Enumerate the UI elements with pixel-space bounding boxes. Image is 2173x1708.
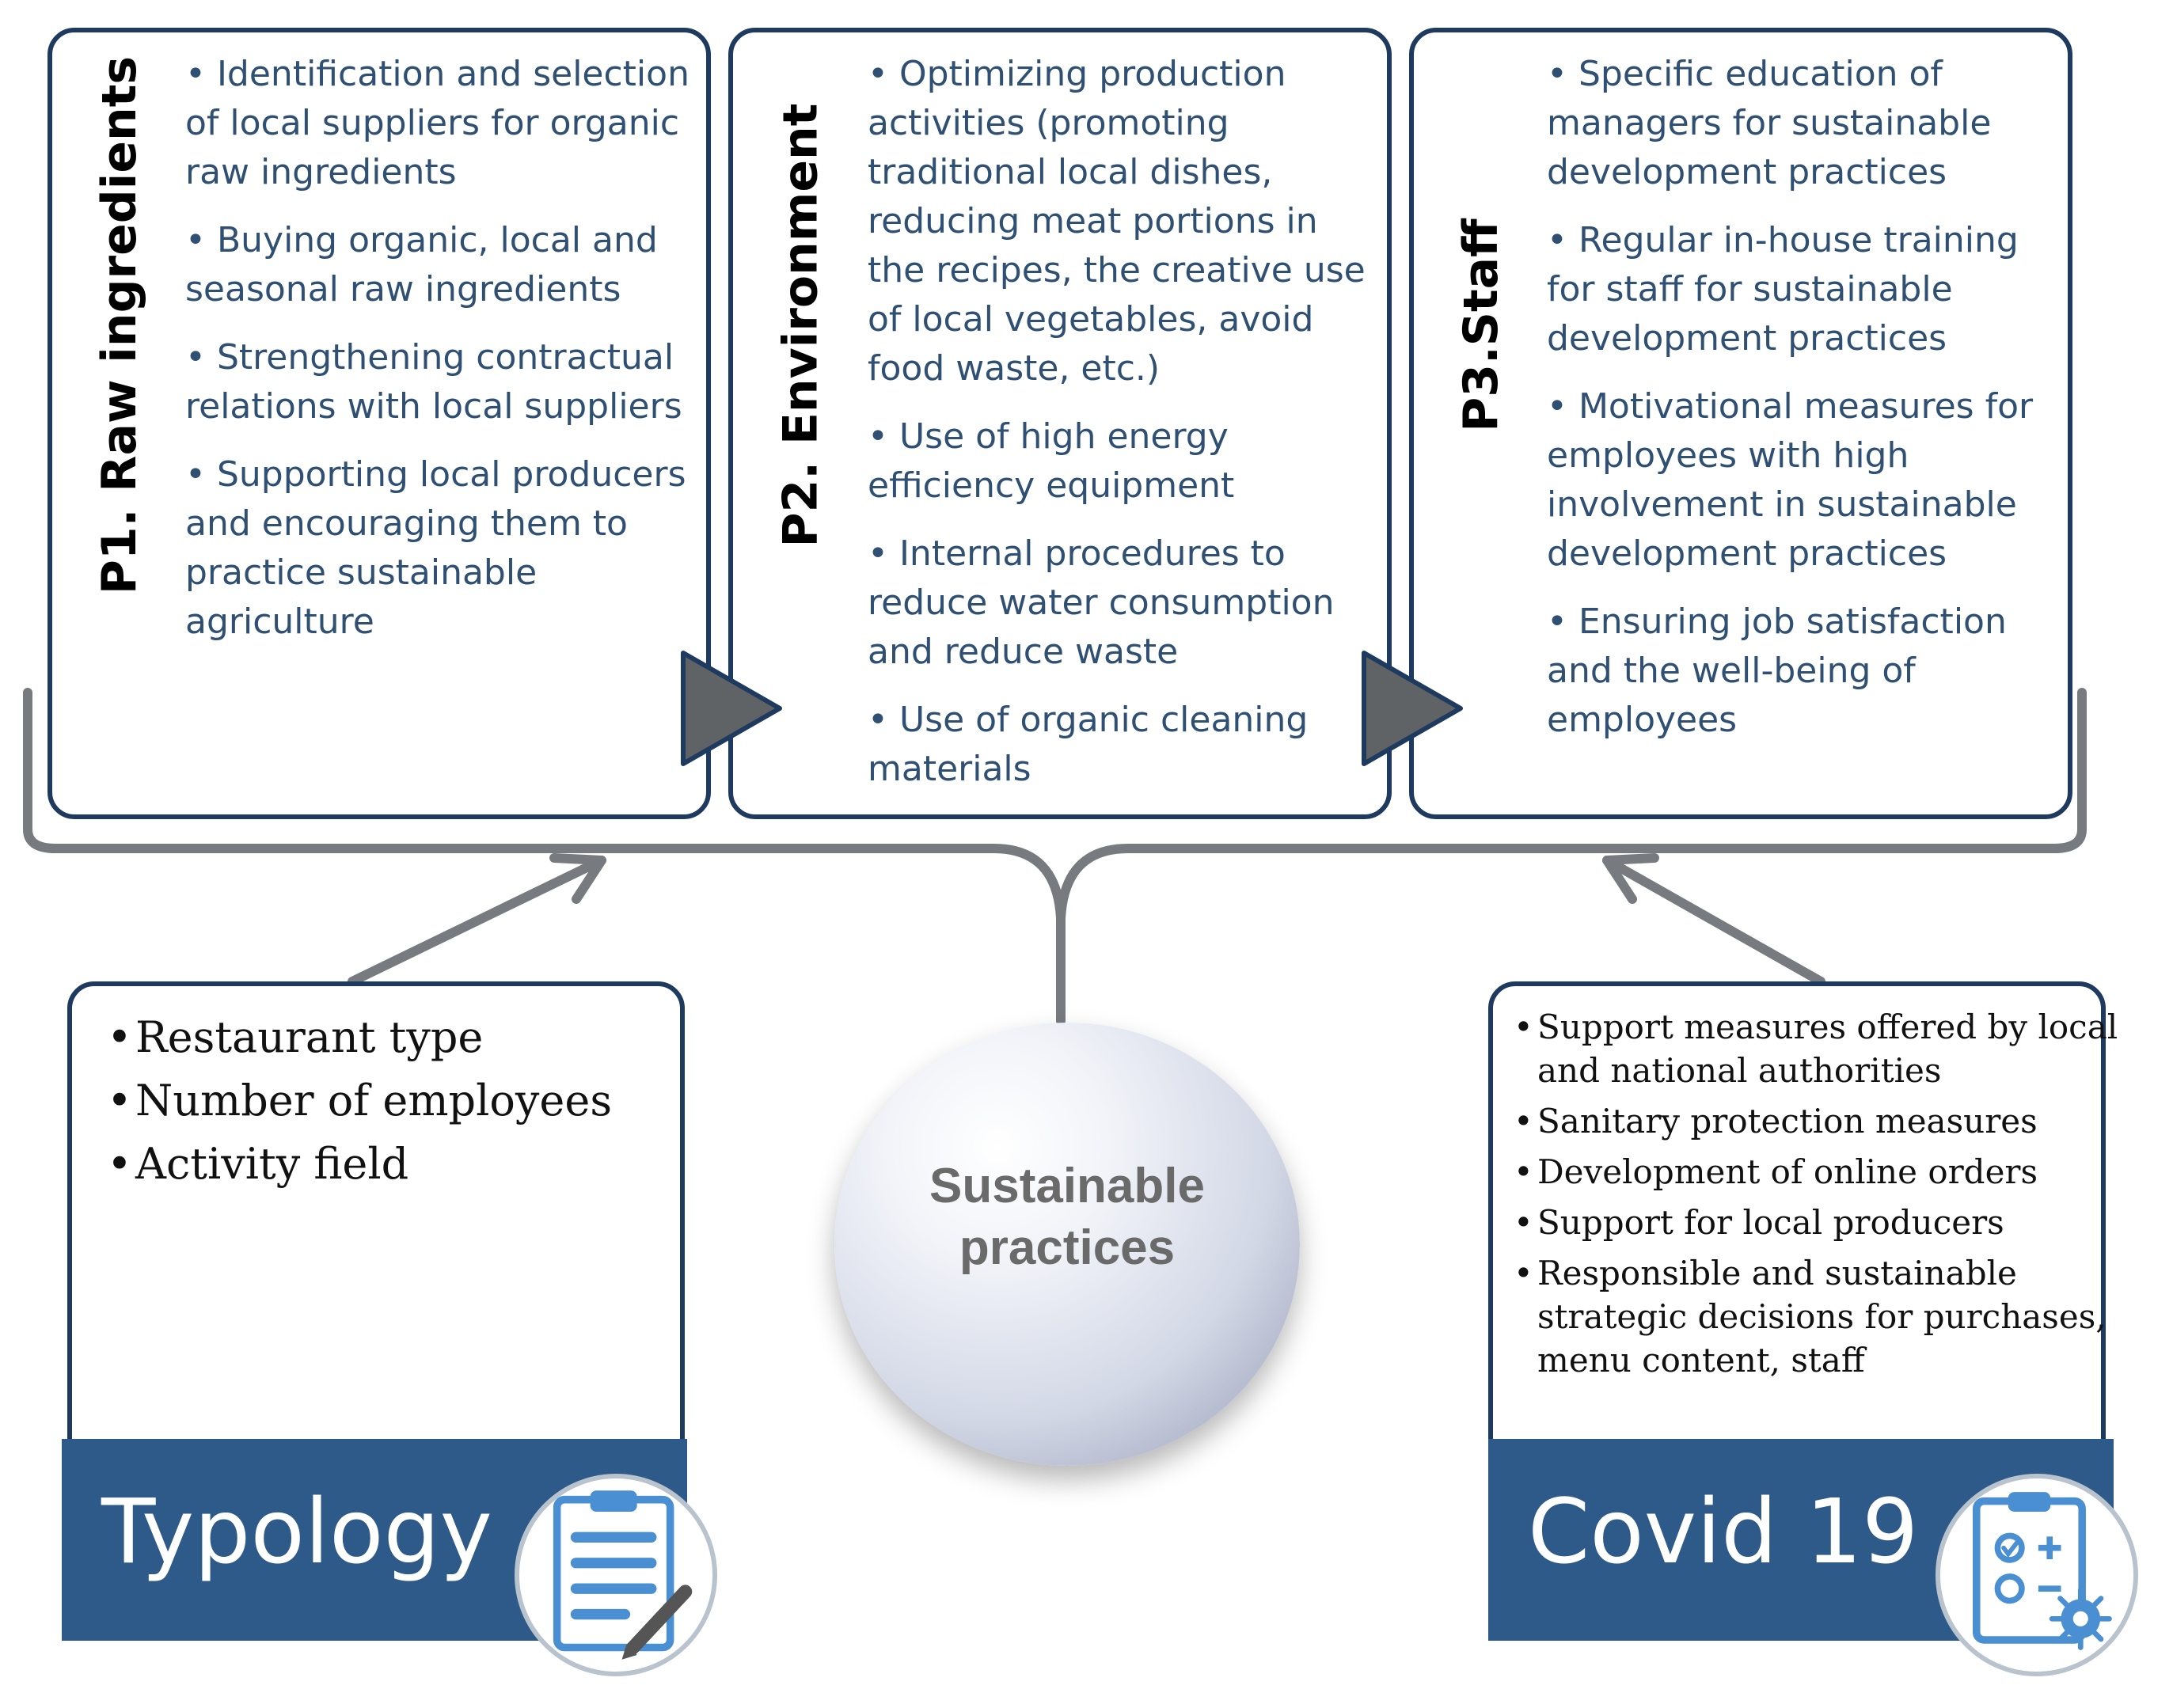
covid-badge	[1936, 1474, 2138, 1676]
pillar-title: P3.Staff	[1453, 218, 1510, 432]
list-item: Activity field	[107, 1133, 612, 1196]
pillar-title-container: P3.Staff	[1430, 56, 1533, 594]
list-item: Use of high energy efficiency equipment	[868, 412, 1371, 511]
sustainable-practices-bubble: Sustainable practices	[834, 1023, 1300, 1466]
typology-list: Restaurant type Number of employees Acti…	[107, 1006, 612, 1196]
pillar-title: P2. Environment	[773, 103, 829, 548]
list-item: Specific education of managers for susta…	[1547, 50, 2052, 197]
clipboard-pencil-icon	[553, 1490, 693, 1660]
list-item: Buying organic, local and seasonal raw i…	[185, 216, 690, 314]
list-item: Strengthening contractual relations with…	[185, 333, 690, 431]
medical-checklist-virus-icon	[1972, 1492, 2112, 1650]
pillar-title: P1. Raw ingredients	[92, 55, 147, 595]
list-item: Sanitary protection measures	[1514, 1099, 2123, 1143]
pillar-item-list: Identification and selection of local su…	[185, 50, 690, 666]
covid-list: Support measures offered by local and na…	[1514, 1005, 2123, 1389]
grouping-brace	[23, 688, 2087, 1026]
list-item: Regular in-house training for staff for …	[1547, 216, 2052, 363]
pillar-environment: P2. Environment Optimizing production ac…	[728, 28, 1392, 819]
list-item: Support measures offered by local and na…	[1514, 1005, 2123, 1092]
list-item: Optimizing production activities (promot…	[868, 50, 1371, 393]
pillar-title-container: P1. Raw ingredients	[68, 56, 171, 594]
covid-box: Support measures offered by local and na…	[1488, 981, 2118, 1448]
covid-connector	[1602, 856, 1825, 986]
arrow-right-icon	[681, 651, 782, 766]
bubble-label-line: practices	[959, 1220, 1176, 1275]
list-item: Development of online orders	[1514, 1150, 2123, 1194]
typology-title: Typology	[101, 1481, 492, 1584]
bubble-label-line: Sustainable	[929, 1159, 1205, 1213]
list-item: Identification and selection of local su…	[185, 50, 690, 197]
typology-connector	[348, 856, 606, 986]
covid-title: Covid 19	[1528, 1481, 1919, 1584]
list-item: Internal procedures to reduce water cons…	[868, 529, 1371, 677]
list-item: Use of organic cleaning materials	[868, 696, 1371, 794]
pillar-title-container: P2. Environment	[749, 56, 852, 594]
list-item: Supporting local producers and encouragi…	[185, 450, 690, 647]
pillar-raw-ingredients: P1. Raw ingredients Identification and s…	[47, 28, 711, 819]
list-item: Restaurant type	[107, 1006, 612, 1069]
pillar-staff: P3.Staff Specific education of managers …	[1409, 28, 2072, 819]
pillar-item-list: Specific education of managers for susta…	[1547, 50, 2052, 764]
typology-badge	[515, 1474, 717, 1676]
arrow-right-icon	[1362, 651, 1463, 766]
pillar-item-list: Optimizing production activities (promot…	[868, 50, 1371, 813]
list-item: Responsible and sustainable strategic de…	[1514, 1251, 2123, 1382]
list-item: Motivational measures for employees with…	[1547, 382, 2052, 579]
typology-box: Restaurant type Number of employees Acti…	[67, 981, 685, 1448]
list-item: Number of employees	[107, 1069, 612, 1133]
list-item: Support for local producers	[1514, 1201, 2123, 1244]
bubble-label: Sustainable practices	[834, 1156, 1300, 1279]
list-item: Ensuring job satisfaction and the well-b…	[1547, 598, 2052, 745]
